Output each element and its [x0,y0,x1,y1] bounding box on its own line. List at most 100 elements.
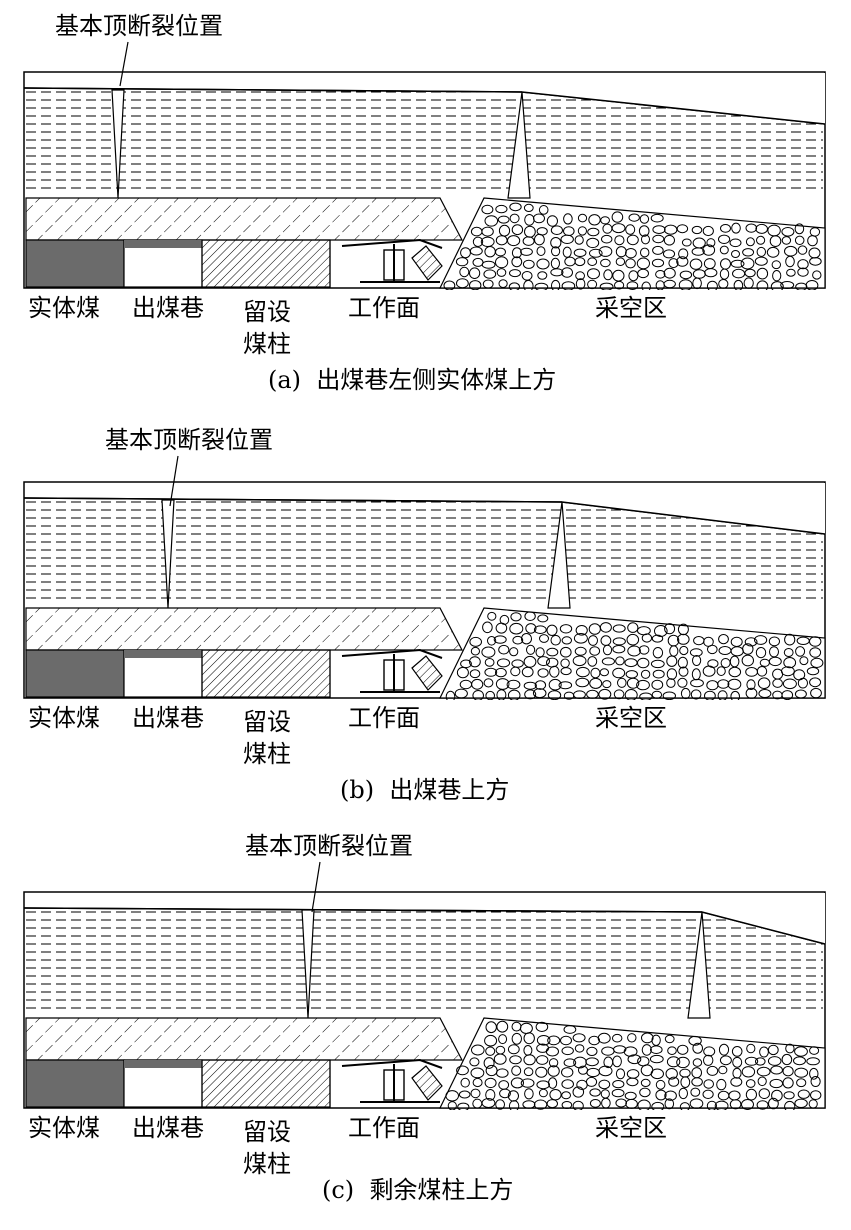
rock-fragment [577,213,588,223]
rock-fragment [691,225,703,235]
immediate-roof [25,1017,463,1061]
rock-fragment [472,236,484,248]
strata-diagram [23,861,826,1110]
rock-fragment [586,689,599,699]
rock-fragment [689,648,703,657]
rock-fragment [537,656,550,667]
rock-fragment [550,225,564,235]
rock-fragment [523,1054,536,1066]
rock-fragment [585,1076,598,1087]
rock-fragment [756,1100,769,1110]
rock-fragment [730,1077,743,1087]
rock-fragment [496,689,507,700]
rock-fragment [627,1054,642,1065]
rock-fragment [561,267,573,278]
rock-fragment [681,238,692,247]
rock-fragment [639,692,653,700]
rock-fragment [510,666,521,677]
rock-fragment [484,667,498,677]
rock-fragment [538,1088,548,1098]
rock-fragment [678,279,693,290]
rock-fragment [770,281,784,290]
rock-fragment [731,222,741,234]
rock-fragment [677,677,688,688]
rock-fragment [523,681,537,690]
rock-fragment [733,279,744,290]
rock-fragment [716,1078,727,1091]
label-solid-coal: 实体煤 [28,294,100,322]
rock-fragment [784,1100,796,1110]
rock-fragment [599,282,614,290]
frame [23,891,826,1109]
rock-fragment [575,278,586,290]
rock-fragment [506,235,521,247]
rock-fragment [598,1079,611,1090]
rock-fragment [563,1058,577,1067]
rock-fragment [539,634,549,643]
rock-fragment [626,234,639,246]
rock-fragment [784,633,796,646]
rock-fragment [768,656,782,667]
rock-fragment [507,1044,520,1055]
goaf-fracture [507,91,531,199]
rock-fragment [691,247,705,256]
rock-fragment [496,1020,509,1033]
rock-fragment [575,625,588,636]
rock-fragment [795,646,806,657]
rock-fragment [703,1046,716,1057]
rock-fragment [756,280,769,290]
rock-fragment [497,215,510,224]
rock-fragment [641,234,650,245]
rock-fragment [615,257,626,267]
rock-fragment [469,280,482,290]
rock-fragment [586,237,600,249]
rock-fragment [485,1021,497,1034]
rock-fragment [536,258,550,270]
rock-fragment [558,681,573,690]
rock-fragment [627,645,641,657]
rock-fragment [536,1035,551,1046]
rock-fragment [484,1077,497,1089]
rock-fragment [706,1065,719,1076]
rock-fragment [772,270,782,282]
rock-fragment [536,246,546,257]
rock-fragment [483,269,497,279]
caption: (a) 出煤巷左侧实体煤上方 [268,368,556,392]
rock-fragment [615,656,625,666]
rock-fragment [536,1080,551,1090]
rock-fragment [677,633,690,645]
rock-fragment [589,1088,601,1097]
rock-fragment [786,268,796,277]
rock-fragment [745,237,755,247]
rock-fragment [794,1098,808,1108]
rock-fragment [472,690,484,700]
rock-fragment [664,1098,675,1110]
rock-fragment [561,1067,574,1078]
rock-fragment [796,1078,807,1088]
rock-fragment [655,1089,667,1101]
rock-fragment [665,1068,678,1080]
rock-fragment [806,667,820,676]
rock-fragment [445,1090,460,1102]
fracture-label: 基本顶断裂位置 [105,426,273,454]
rock-fragment [498,644,510,655]
rock-fragment [469,1057,480,1067]
rock-fragment [730,690,740,700]
rock-fragment [662,691,676,700]
panel-c: 基本顶断裂位置 实体煤 出煤巷 留设煤柱 工作面 采空区 (c) 剩余煤柱上方 [0,820,851,1230]
rock-fragment [640,1078,651,1087]
rock-fragment [741,1099,754,1110]
frame [23,71,826,289]
rock-fragment [612,1033,623,1043]
rock-fragment [457,1102,470,1110]
hydraulic-support [341,648,443,693]
rock-fragment [810,657,824,668]
rock-fragment [785,1043,795,1054]
rock-fragment [664,623,676,635]
rock-fragment [706,238,716,248]
label-solid-coal: 实体煤 [28,1114,100,1142]
rock-fragment [598,1065,613,1077]
rock-fragment [511,256,523,268]
rock-fragment [754,635,768,645]
